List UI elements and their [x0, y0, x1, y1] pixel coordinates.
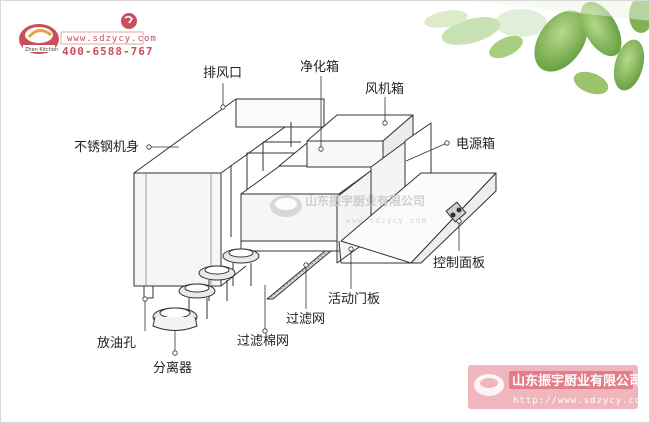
fan-front — [306, 140, 384, 168]
brand-phone: 400-6588-767 — [62, 45, 153, 58]
separator-unit — [222, 248, 260, 286]
label-separator: 分离器 — [153, 360, 192, 376]
label-fan-box: 风机箱 — [365, 81, 404, 97]
label-oil-drain: 放油孔 — [97, 336, 136, 351]
separators — [152, 248, 260, 331]
control-knob — [450, 212, 456, 218]
filter-net — [266, 250, 332, 300]
part-labels: 排风口 净化箱 风机箱 不锈钢机身 电源箱 控制面板 活动门板 过滤网 放油孔 … — [74, 59, 495, 376]
label-exhaust-port: 排风口 — [203, 66, 242, 81]
leader-lines — [142, 76, 462, 356]
drain-pipe — [143, 285, 154, 299]
brand-logo: Zhen Kitchen www.sdzycy.com 400-6588-767 — [19, 13, 157, 58]
label-filter-net: 过滤网 — [286, 312, 325, 327]
leaves-decoration — [424, 1, 649, 95]
watermark-url: www.sdzycy.com — [346, 216, 427, 225]
label-movable-door: 活动门板 — [328, 292, 380, 307]
label-control-panel: 控制面板 — [433, 256, 485, 271]
label-power-box: 电源箱 — [456, 136, 495, 152]
badge-company: 山东振宇厨业有限公司 — [512, 373, 642, 389]
body-back — [235, 98, 325, 128]
watermark: 山东振宇厨业有限公司 www.sdzycy.com — [270, 193, 427, 225]
label-filter-cotton: 过滤棉网 — [237, 334, 289, 349]
separator-unit — [152, 307, 198, 331]
label-stainless-body: 不锈钢机身 — [74, 139, 139, 155]
separator-unit — [198, 265, 236, 301]
company-badge: 山东振宇厨业有限公司 http://www.sdzycy.com — [468, 365, 648, 409]
brand-url: www.sdzycy.com — [67, 34, 157, 44]
machine-drawing — [133, 98, 497, 300]
separator-unit — [178, 283, 216, 319]
control-knob — [456, 207, 462, 213]
control-panel-box — [445, 201, 467, 223]
logo-text: Zhen Kitchen — [25, 47, 58, 53]
watermark-company: 山东振宇厨业有限公司 — [305, 193, 425, 208]
badge-url: http://www.sdzycy.com — [513, 396, 648, 406]
label-purifier-box: 净化箱 — [300, 59, 339, 75]
